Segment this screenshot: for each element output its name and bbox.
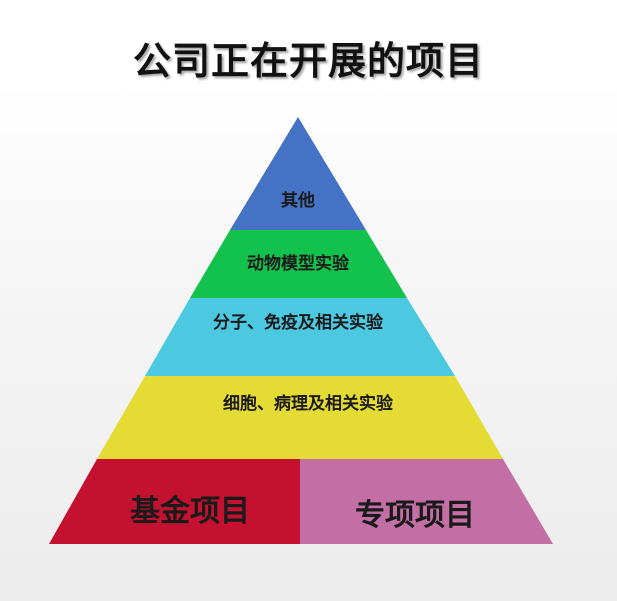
layer-cell bbox=[97, 376, 503, 459]
label-animal: 动物模型实验 bbox=[247, 254, 349, 274]
label-molecular: 分子、免疫及相关实验 bbox=[213, 313, 383, 333]
label-other: 其他 bbox=[281, 191, 315, 211]
page-title: 公司正在开展的项目 bbox=[132, 39, 484, 83]
layer-fund bbox=[49, 459, 300, 544]
layer-molecular bbox=[145, 298, 455, 376]
label-fund: 基金项目 bbox=[130, 494, 250, 529]
layer-animal bbox=[190, 230, 407, 298]
label-cell: 细胞、病理及相关实验 bbox=[223, 394, 393, 414]
layer-other bbox=[230, 117, 366, 230]
label-special: 专项项目 bbox=[355, 498, 475, 533]
layer-special bbox=[300, 459, 553, 544]
